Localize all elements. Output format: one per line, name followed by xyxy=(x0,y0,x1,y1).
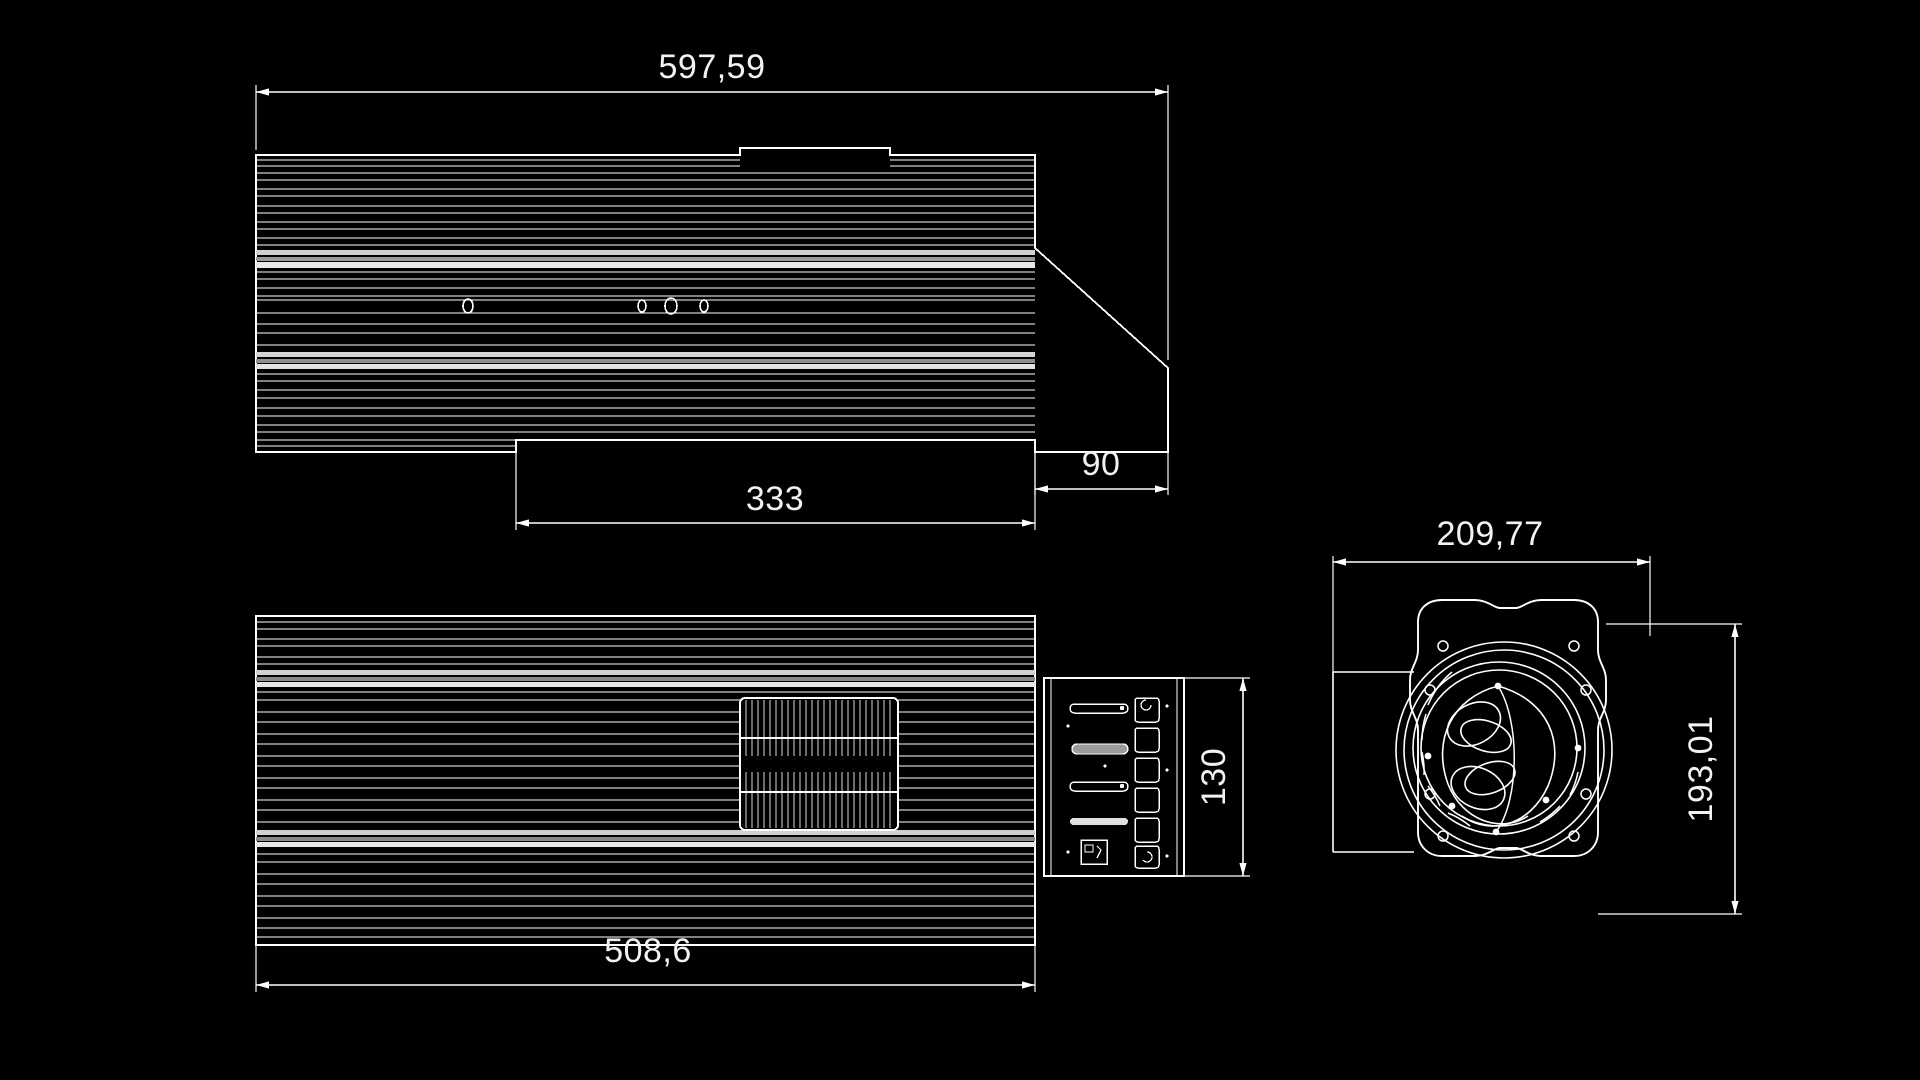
dimension-508: 508,6 xyxy=(255,932,1036,992)
end-plate-outline xyxy=(1043,677,1185,877)
side-bright-band xyxy=(256,250,1035,280)
side-fin-lines-mid xyxy=(256,287,1035,297)
side-fin-lines-lower xyxy=(256,323,1035,346)
plan-fin-lines-2 xyxy=(256,691,1035,823)
end-view-flange-outline xyxy=(1409,599,1607,857)
end-plate-slots xyxy=(1066,703,1129,854)
dimension-193-label: 193,01 xyxy=(1682,716,1720,823)
plan-fin-lines xyxy=(256,621,1035,665)
side-elevation-view xyxy=(255,147,1169,453)
end-plate-boxes xyxy=(1134,697,1169,869)
dimension-90: 90 xyxy=(1034,445,1169,495)
dimension-209: 209,77 xyxy=(1332,515,1651,672)
dimension-597-label: 597,59 xyxy=(659,48,766,86)
end-view xyxy=(1332,599,1613,859)
end-plate-view xyxy=(1043,677,1185,877)
end-view-left-tabs xyxy=(1332,671,1414,853)
side-chamfer-shroud xyxy=(1034,247,1169,453)
dimension-508-label: 508,6 xyxy=(604,932,692,970)
side-fin-lines-bottom xyxy=(256,389,1035,433)
end-plate-connector xyxy=(1080,839,1108,865)
side-bright-band-2 xyxy=(256,352,1035,382)
end-view-shroud-segments xyxy=(1421,671,1579,827)
side-left-foot xyxy=(256,439,516,447)
side-hole-row xyxy=(256,297,1035,315)
dimension-597: 597,59 xyxy=(255,48,1169,360)
plan-fan-detail xyxy=(739,697,899,831)
plan-view xyxy=(255,615,1036,946)
side-top-cap-lines xyxy=(256,159,1035,181)
plan-body-outline xyxy=(255,615,1036,946)
dimension-333: 333 xyxy=(515,452,1036,530)
side-fin-lines xyxy=(256,188,1035,246)
end-view-impeller xyxy=(1424,682,1582,836)
end-view-rivets xyxy=(1424,682,1582,836)
dimension-333-label: 333 xyxy=(746,480,804,518)
plan-bright-band xyxy=(256,670,1035,687)
plan-bright-band-2 xyxy=(256,830,1035,847)
plan-fin-lines-3 xyxy=(256,853,1035,938)
dimension-193: 193,01 xyxy=(1598,623,1742,915)
dimension-209-label: 209,77 xyxy=(1437,515,1544,553)
dimension-130: 130 xyxy=(1184,677,1250,877)
dimension-90-label: 90 xyxy=(1082,445,1121,483)
dimension-130-label: 130 xyxy=(1195,748,1233,806)
